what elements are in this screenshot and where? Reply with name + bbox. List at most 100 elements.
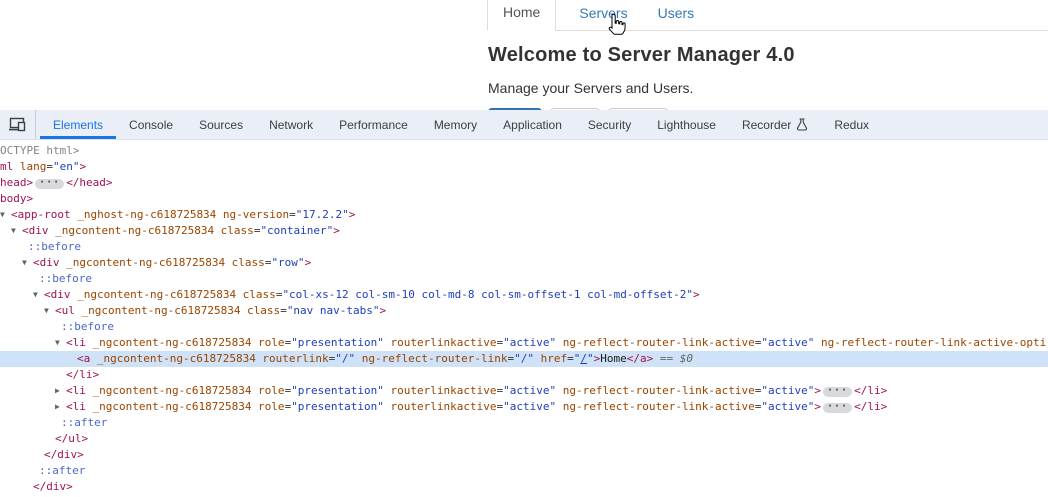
code-token-plain: = — [328, 352, 336, 365]
hand-cursor-icon — [608, 13, 626, 35]
code-token-tag: </li> — [854, 384, 888, 397]
code-token-tag: </ul> — [55, 432, 89, 445]
expander-arrow-right-icon[interactable]: ▶ — [55, 386, 60, 395]
inline-expand-ellipsis-icon[interactable]: ··· — [35, 178, 65, 189]
devtools-tab-recorder[interactable]: Recorder — [729, 110, 821, 139]
code-token-val: "row" — [271, 256, 305, 269]
code-token-tag: <ul — [55, 304, 75, 317]
devtools-tab-label: Sources — [199, 117, 244, 132]
code-token-attr: routerlinkactive — [383, 384, 497, 397]
code-token-val: "active" — [503, 400, 557, 413]
code-token-val: "active" — [761, 336, 815, 349]
dom-tree-line[interactable]: ▼<div _ngcontent-ng-c618725834 class="ro… — [0, 255, 1048, 271]
code-token-tag: > — [304, 256, 312, 269]
expander-arrow-down-icon[interactable]: ▼ — [55, 338, 60, 347]
code-token-attr: _ngcontent-ng-c618725834 routerlink — [90, 352, 329, 365]
dom-tree-line[interactable]: ▶<li _ngcontent-ng-c618725834 role="pres… — [0, 383, 1048, 399]
code-token-attr: _ngcontent-ng-c618725834 role — [85, 384, 285, 397]
code-token-plain: = — [496, 384, 504, 397]
dom-tree-line[interactable]: ▼<div _ngcontent-ng-c618725834 class="co… — [0, 287, 1048, 303]
dom-tree-line[interactable]: body> — [0, 191, 1048, 207]
code-token-plain: = — [46, 160, 53, 173]
code-token-plain: = — [289, 208, 296, 221]
dom-tree-line[interactable]: ::after — [0, 463, 1048, 479]
code-token-val: "active" — [503, 384, 557, 397]
devtools-tab-security[interactable]: Security — [575, 110, 644, 139]
code-token-attr: routerlinkactive — [383, 336, 497, 349]
dom-tree-line[interactable]: ::before — [0, 239, 1048, 255]
expander-arrow-right-icon[interactable]: ▶ — [55, 402, 60, 411]
devtools-tab-label: Recorder — [741, 117, 792, 132]
dom-tree-line[interactable]: </div> — [0, 447, 1048, 463]
code-token-plain: = — [284, 400, 292, 413]
code-token-tag: <app-root — [11, 208, 71, 221]
code-token-attr: ng-reflect-router-link-active — [556, 400, 755, 413]
code-token-tag: > — [333, 224, 340, 237]
code-token-tag: head> — [0, 176, 34, 189]
code-token-attr: _nghost-ng-c618725834 ng-version — [70, 208, 290, 221]
app-tab-home[interactable]: Home — [487, 0, 557, 31]
devtools-tab-redux[interactable]: Redux — [821, 110, 882, 139]
dom-tree-line[interactable]: ::before — [0, 271, 1048, 287]
devtools-tab-label: Memory — [433, 117, 478, 132]
app-tab-users[interactable]: Users — [657, 5, 695, 21]
code-token-plain: = — [253, 224, 261, 237]
expander-arrow-down-icon[interactable]: ▼ — [0, 210, 5, 219]
code-token-link: / — [580, 352, 587, 365]
button-row — [488, 108, 1048, 110]
code-token-val: "/" — [335, 352, 356, 365]
code-token-tag: </li> — [66, 368, 100, 381]
dom-tree-line[interactable]: </ul> — [0, 431, 1048, 447]
code-token-attr: ng-reflect-router-link-active — [556, 336, 755, 349]
code-token-tag: <div — [44, 288, 71, 301]
code-token-attr: _ngcontent-ng-c618725834 class — [74, 304, 281, 317]
code-token-tag: </div> — [44, 448, 84, 461]
inline-expand-ellipsis-icon[interactable]: ··· — [823, 402, 853, 413]
devtools-tab-label: Performance — [339, 117, 408, 132]
code-token-eq: == $0 — [653, 352, 693, 365]
devtools-tab-label: Redux — [834, 117, 869, 132]
dom-tree-line-selected[interactable]: <a _ngcontent-ng-c618725834 routerlink="… — [0, 351, 1048, 367]
code-token-plain: = — [284, 336, 292, 349]
expander-arrow-down-icon[interactable]: ▼ — [11, 226, 16, 235]
dom-tree-line[interactable]: ▼ <app-root _nghost-ng-c618725834 ng-vers… — [0, 207, 1048, 223]
code-token-val: "active" — [761, 400, 815, 413]
devtools-tab-label: Application — [503, 117, 562, 132]
devtools-tab-network[interactable]: Network — [256, 110, 326, 139]
code-token-attr: _ngcontent-ng-c618725834 role — [85, 336, 285, 349]
inline-expand-ellipsis-icon[interactable]: ··· — [823, 386, 853, 397]
code-token-pseudo: ::before — [28, 240, 81, 253]
devtools-tab-lighthouse[interactable]: Lighthouse — [644, 110, 729, 139]
dom-tree-line[interactable]: ::after — [0, 415, 1048, 431]
devtools-tab-console[interactable]: Console — [116, 110, 186, 139]
expander-arrow-down-icon[interactable]: ▼ — [44, 306, 49, 315]
code-token-attr: href — [534, 352, 568, 365]
toggle-device-toolbar-button[interactable] — [0, 110, 36, 139]
devtools-tab-application[interactable]: Application — [490, 110, 575, 139]
dom-tree-line[interactable]: ▶<li _ngcontent-ng-c618725834 role="pres… — [0, 399, 1048, 415]
dom-tree-line[interactable]: ::before — [0, 319, 1048, 335]
code-token-val: " — [573, 352, 581, 365]
dom-tree-line[interactable]: OCTYPE html> — [0, 143, 1048, 159]
devtools-tab-memory[interactable]: Memory — [421, 110, 490, 139]
devtools-tab-sources[interactable]: Sources — [186, 110, 256, 139]
dom-tree-line[interactable]: ml lang="en"> — [0, 159, 1048, 175]
code-token-plain: = — [567, 352, 574, 365]
code-token-tag: </head> — [66, 176, 113, 189]
code-token-tag: > — [379, 304, 387, 317]
devtools-tab-elements[interactable]: Elements — [40, 110, 117, 139]
dom-tree-line[interactable]: ▼<li _ngcontent-ng-c618725834 role="pres… — [0, 335, 1048, 351]
code-token-attr: _ngcontent-ng-c618725834 class — [59, 256, 265, 269]
devtools-tab-performance[interactable]: Performance — [326, 110, 421, 139]
dom-tree-line[interactable]: ▼<ul _ngcontent-ng-c618725834 class="nav… — [0, 303, 1048, 319]
dom-tree-line[interactable]: </div> — [0, 479, 1048, 495]
code-token-plain: = — [507, 352, 515, 365]
expander-arrow-down-icon[interactable]: ▼ — [33, 290, 38, 299]
dom-tree-line[interactable]: head>···</head> — [0, 175, 1048, 191]
code-token-tag: <li — [66, 336, 86, 349]
dom-tree-line[interactable]: </li> — [0, 367, 1048, 383]
dom-tree-line[interactable]: ▼<div _ngcontent-ng-c618725834 class="co… — [0, 223, 1048, 239]
expander-arrow-down-icon[interactable]: ▼ — [22, 258, 27, 267]
